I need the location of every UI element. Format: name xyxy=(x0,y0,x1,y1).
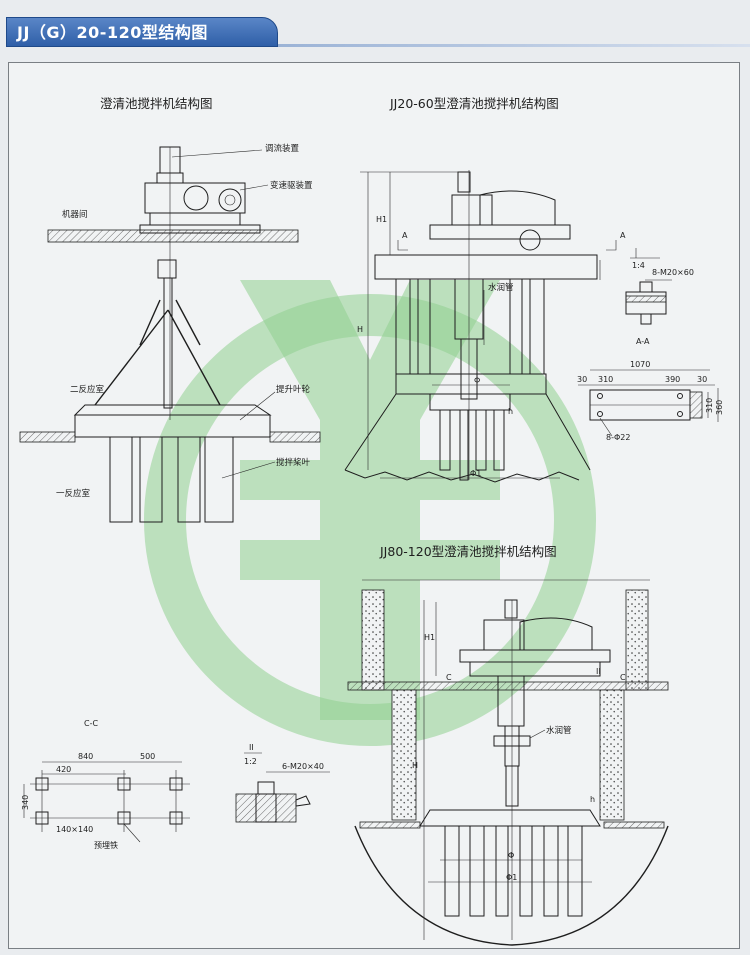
section-cc-840: 840 xyxy=(78,752,93,761)
section-cc: C-C 840 500 420 340 140×140 预埋铁 xyxy=(21,719,190,850)
detail-aa-section: A-A xyxy=(636,337,650,346)
detail-ii: II 1:2 6-M20×40 xyxy=(235,743,330,823)
jj2060-h-small: h xyxy=(508,407,513,416)
jj2060-h1: H1 xyxy=(376,215,387,224)
detail-aa-bolts: 8-M20×60 xyxy=(652,268,694,277)
jj2060-a-left: A xyxy=(402,231,408,240)
detail-aa-holes: 8-Φ22 xyxy=(606,433,630,442)
jj80120-h: H xyxy=(412,761,418,770)
jj2060-phi: Φ xyxy=(474,376,480,385)
section-cc-size: 140×140 xyxy=(56,825,93,834)
jj80120-ii: II xyxy=(596,667,601,676)
detail-aa-dim-c: 390 xyxy=(665,375,680,384)
jj80120-diagram: JJ80-120型澄清池搅拌机结构图 水润管 xyxy=(347,544,669,946)
jj2060-diagram: JJ20-60型澄清池搅拌机结构图 水润管 H1 xyxy=(344,96,626,483)
label-paddle: 搅拌桨叶 xyxy=(276,457,311,468)
label-first-reaction: 一反应室 xyxy=(56,488,91,499)
left-diagram: 澄清池搅拌机结构图 调流装置 变速 xyxy=(19,96,321,523)
jj2060-phi1: Φ1 xyxy=(470,469,481,478)
jj2060-h: H xyxy=(357,325,363,334)
detail-ii-mark: II xyxy=(249,743,254,752)
header-rule xyxy=(278,44,750,47)
left-diagram-title: 澄清池搅拌机结构图 xyxy=(100,96,213,111)
label-machine-room: 机器间 xyxy=(62,209,88,220)
detail-ii-bolts: 6-M20×40 xyxy=(282,762,324,771)
detail-aa-dim-d: 30 xyxy=(697,375,707,384)
jj80120-phi: Φ xyxy=(508,851,514,860)
label-flow-device: 调流装置 xyxy=(265,143,300,154)
section-cc-500: 500 xyxy=(140,752,155,761)
label-drive: 变速驱装置 xyxy=(270,180,313,191)
jj80120-phi1: Φ1 xyxy=(506,873,517,882)
header-bar: JJ（G）20-120型结构图 xyxy=(0,8,750,47)
section-cc-340: 340 xyxy=(21,795,30,810)
detail-ii-scale: 1:2 xyxy=(244,757,257,766)
section-cc-embedded: 预埋铁 xyxy=(94,840,118,850)
detail-aa-scale: 1:4 xyxy=(632,261,645,270)
detail-aa-dim-a: 30 xyxy=(577,375,587,384)
page-title: JJ（G）20-120型结构图 xyxy=(6,17,278,47)
jj80120-h-small: h xyxy=(590,795,595,804)
section-cc-title: C-C xyxy=(84,719,98,728)
detail-aa-v2: 360 xyxy=(715,400,724,415)
jj80120-water-pipe: 水润管 xyxy=(546,725,572,736)
watermark-logo xyxy=(144,280,596,746)
detail-aa-total: 1070 xyxy=(630,360,650,369)
detail-aa-v1: 310 xyxy=(705,398,714,413)
jj2060-water-pipe: 水润管 xyxy=(488,282,514,293)
section-cc-420: 420 xyxy=(56,765,71,774)
label-second-reaction: 二反应室 xyxy=(70,384,105,395)
label-impeller: 提升叶轮 xyxy=(276,384,311,395)
jj2060-a-right: A xyxy=(620,231,626,240)
jj80120-c-left: C xyxy=(446,673,452,682)
detail-aa-dim-b: 310 xyxy=(598,375,613,384)
jj80120-h1: H1 xyxy=(424,633,435,642)
jj80120-c-right: C xyxy=(620,673,626,682)
jj2060-title: JJ20-60型澄清池搅拌机结构图 xyxy=(389,96,559,111)
jj80120-title: JJ80-120型澄清池搅拌机结构图 xyxy=(379,544,557,559)
detail-aa: 1:4 8-M20×60 A-A 1070 30 310 390 30 310 … xyxy=(577,248,724,442)
